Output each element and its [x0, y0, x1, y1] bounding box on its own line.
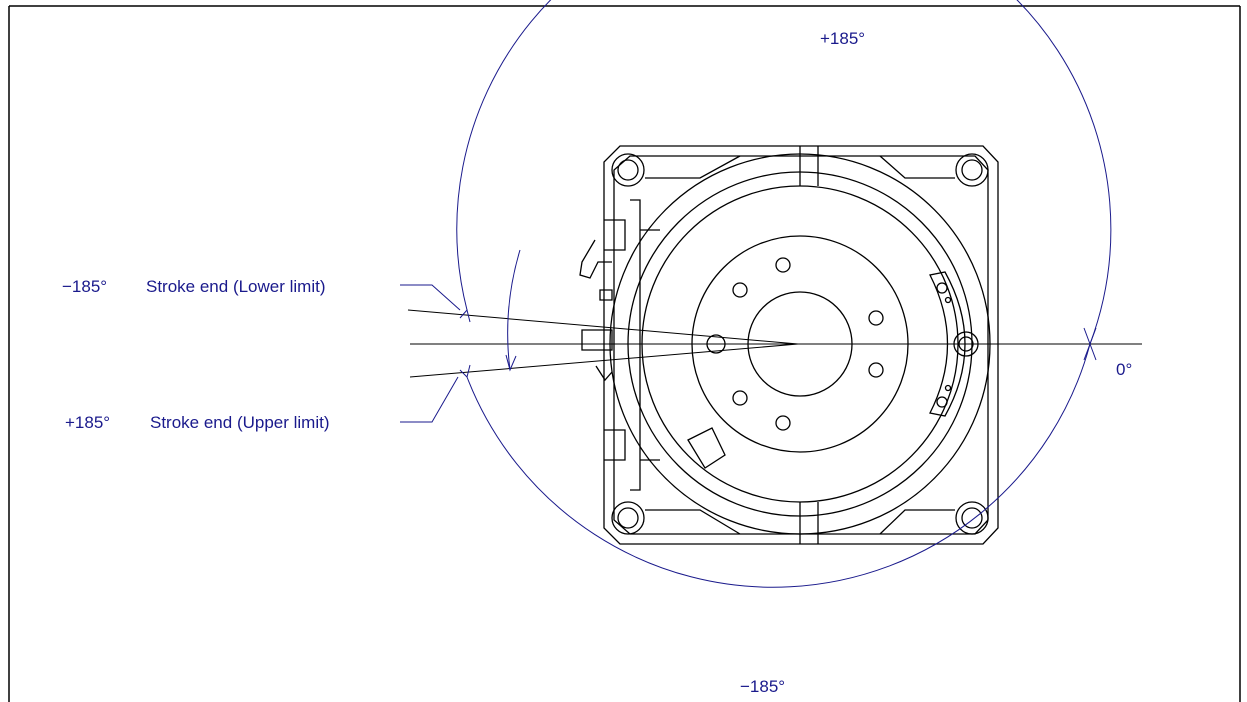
- bottom-angle-label: −185°: [740, 677, 785, 696]
- lower-limit-line: [407, 309, 799, 345]
- lower-limit-text-label: Stroke end (Lower limit): [146, 277, 326, 296]
- lower-limit-angle-label: −185°: [62, 277, 107, 296]
- rotation-dimension: [400, 0, 1112, 588]
- upper-limit-text-label: Stroke end (Upper limit): [150, 413, 330, 432]
- drawing-frame: [8, 5, 1241, 702]
- hub-bore: [747, 291, 853, 397]
- range-arc-inner: [466, 343, 1091, 588]
- top-angle-label: +185°: [820, 29, 865, 48]
- lower-limit-leader: [400, 284, 461, 311]
- outer-housing: [603, 145, 999, 545]
- zero-angle-label: 0°: [1116, 360, 1132, 379]
- corner-bolt-bottom-left: [611, 501, 645, 535]
- cable-bracket: [630, 199, 641, 491]
- corner-bolt-bottom-right: [955, 501, 989, 535]
- reference-lines: [407, 309, 1142, 378]
- upper-limit-leader: [400, 376, 459, 423]
- arc-slot: [929, 271, 966, 417]
- lower-limit-arc: [507, 249, 521, 371]
- corner-bolt-top-left: [611, 153, 645, 187]
- upper-limit-angle-label: +185°: [65, 413, 110, 432]
- corner-bolt-top-right: [955, 153, 989, 187]
- hub-outer: [691, 235, 909, 453]
- inner-housing: [613, 155, 989, 535]
- actuator-body: [579, 145, 999, 545]
- range-arc-outer: [456, 0, 1112, 345]
